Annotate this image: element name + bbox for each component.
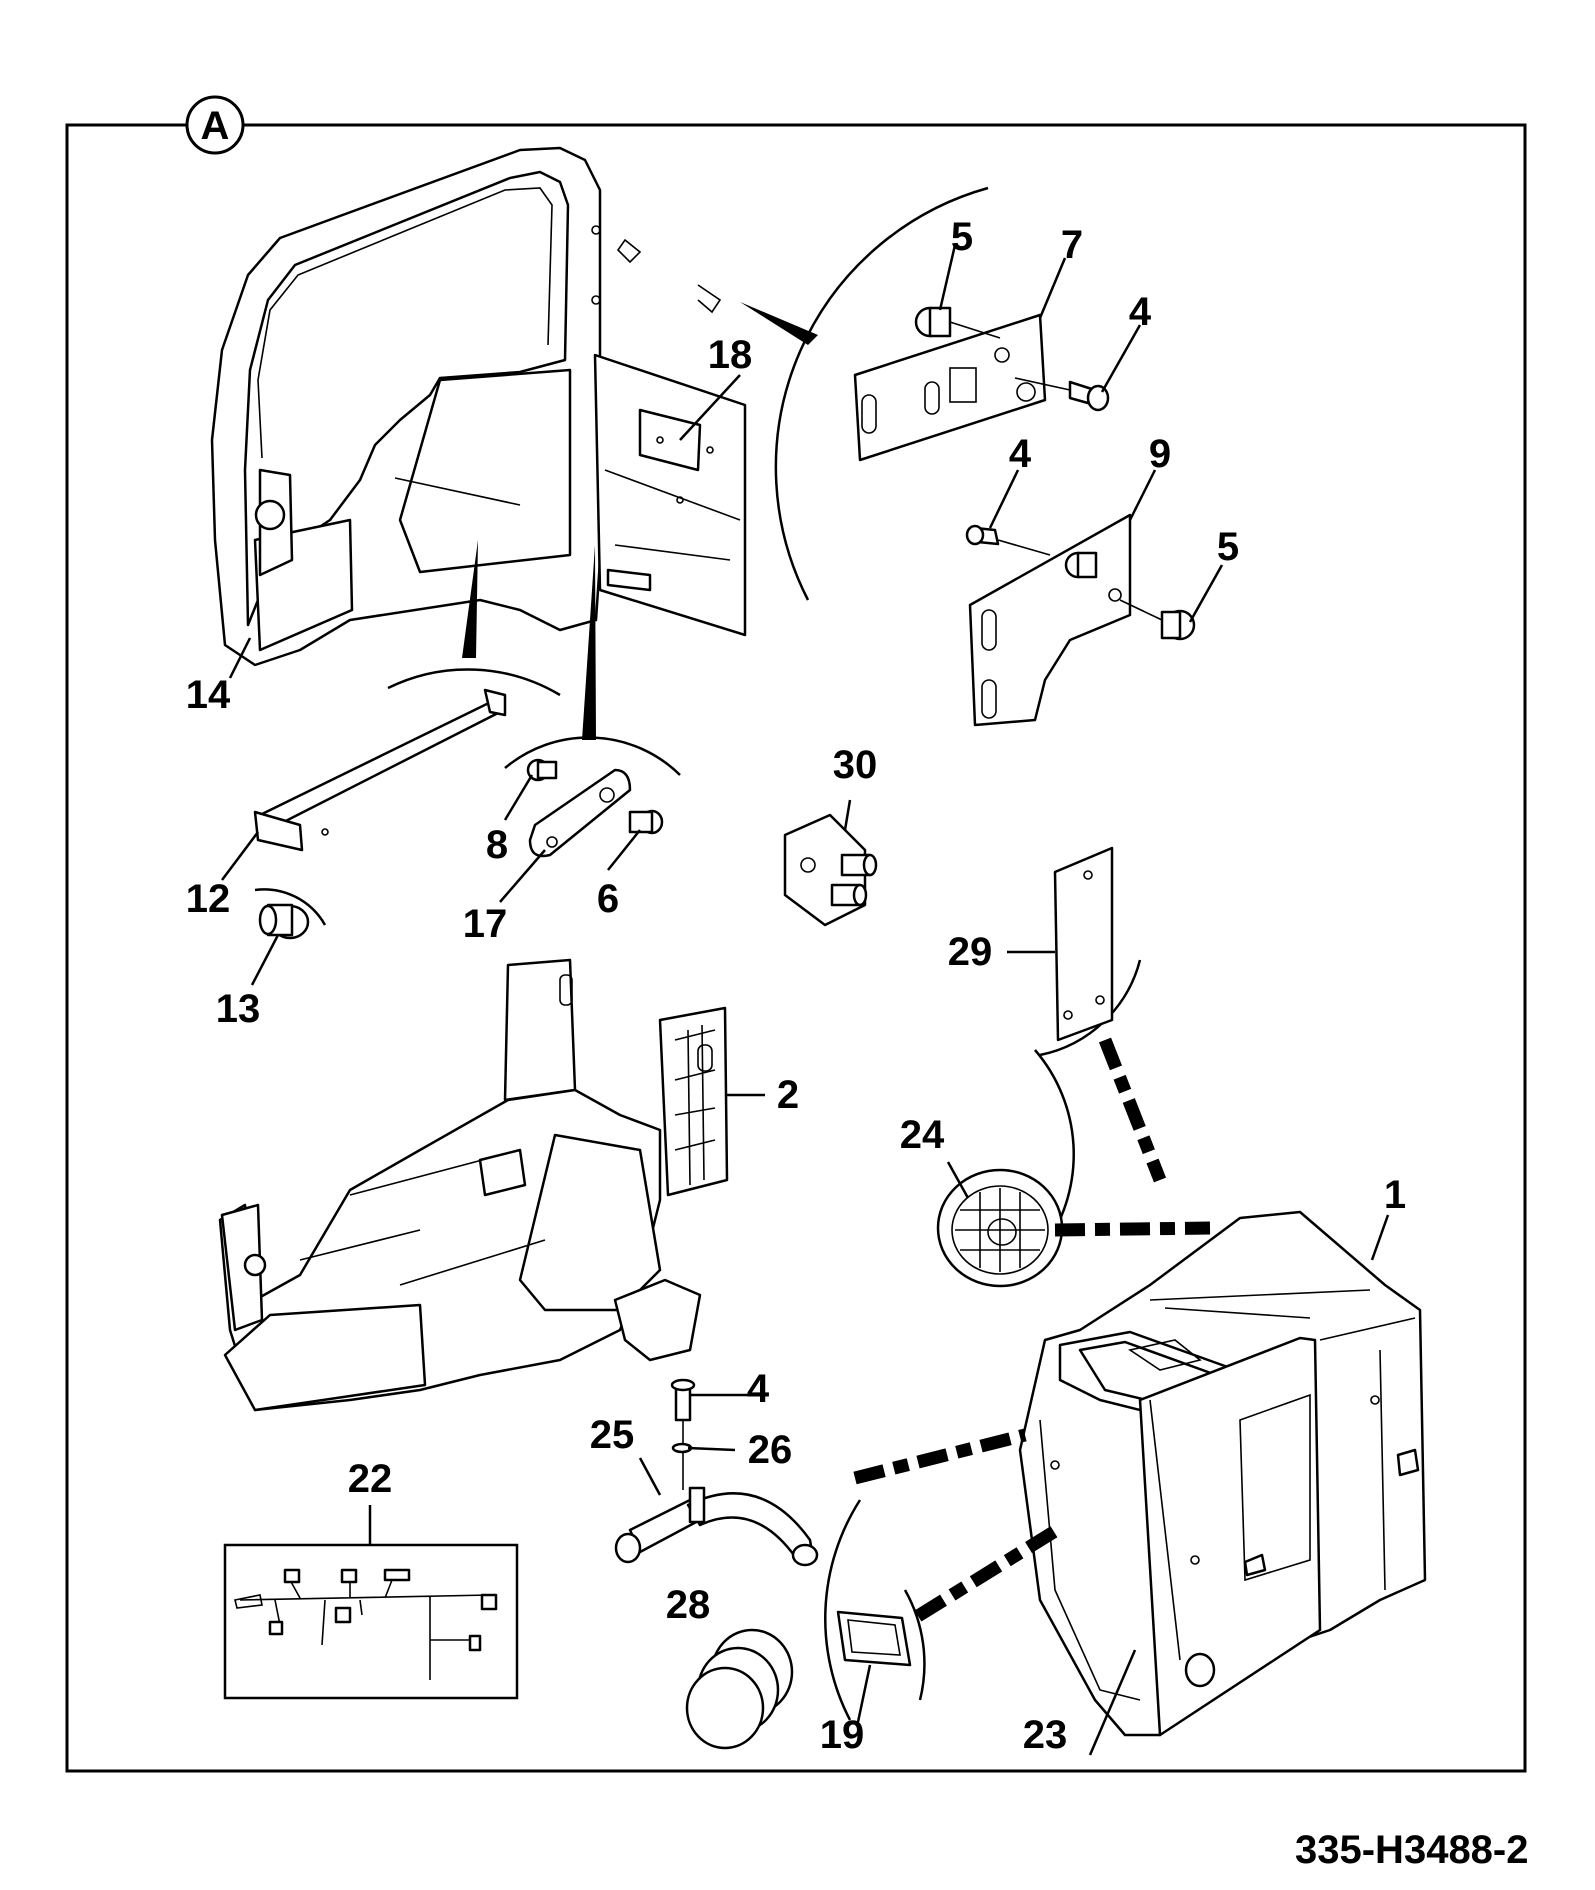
part-12-door-stay xyxy=(253,688,507,852)
pointer-arrow xyxy=(582,545,596,740)
detail-arc xyxy=(254,888,327,926)
callout-1: 1 xyxy=(1384,1173,1406,1217)
part-19-seal xyxy=(836,1610,912,1667)
callout-30: 30 xyxy=(833,743,878,787)
dashed-leader xyxy=(1054,1221,1211,1237)
leader-lines xyxy=(221,244,1390,1756)
part-22-wiring-harness xyxy=(223,1543,519,1700)
callout-24: 24 xyxy=(900,1113,945,1157)
callout-19: 19 xyxy=(820,1713,865,1757)
part-5-spacer xyxy=(914,306,1001,339)
diagram-border xyxy=(65,123,1527,1773)
door-assembly xyxy=(210,146,747,667)
callout-7: 7 xyxy=(1061,223,1083,267)
dashed-leader xyxy=(1098,1037,1167,1183)
callout-23: 23 xyxy=(1023,1713,1068,1757)
detail-arc xyxy=(824,1499,862,1721)
callout-4: 4 xyxy=(1009,432,1032,476)
console-assembly xyxy=(218,958,729,1412)
callout-29: 29 xyxy=(948,930,993,974)
part-7-striker-plate xyxy=(853,313,1047,462)
callout-5: 5 xyxy=(951,215,973,259)
dashed-leader xyxy=(914,1522,1064,1622)
pointer-arrow xyxy=(740,302,818,345)
detail-arc xyxy=(903,1589,926,1701)
callout-22: 22 xyxy=(348,1457,393,1501)
callout-4: 4 xyxy=(1129,290,1152,334)
callout-6: 6 xyxy=(597,877,619,921)
view-label-text: A xyxy=(201,104,230,148)
callout-5: 5 xyxy=(1217,525,1239,569)
part-29-plate xyxy=(1053,846,1114,1042)
callout-4: 4 xyxy=(747,1367,770,1411)
pointer-arrow xyxy=(462,540,478,658)
part-24-speaker xyxy=(936,1168,1064,1288)
dashed-leader xyxy=(853,1428,1027,1485)
detail-arc xyxy=(774,186,989,601)
callout-14: 14 xyxy=(186,673,231,717)
detail-arc xyxy=(504,736,681,776)
callout-26: 26 xyxy=(748,1428,793,1472)
callout-18: 18 xyxy=(708,333,753,377)
view-label-a: A xyxy=(185,95,245,155)
detail-arc xyxy=(387,668,561,697)
callout-17: 17 xyxy=(463,902,508,946)
callout-8: 8 xyxy=(486,823,508,867)
callout-12: 12 xyxy=(186,877,231,921)
callout-labels: 5 7 4 18 4 9 5 14 30 8 12 6 17 29 13 2 2… xyxy=(186,215,1406,1757)
callout-28: 28 xyxy=(666,1583,711,1627)
part-1-cab xyxy=(1018,1210,1427,1737)
part-4-screw xyxy=(670,1378,696,1490)
drawing-number: 335-H3488-2 xyxy=(1295,1828,1529,1872)
part-25-hose-bracket xyxy=(614,1486,819,1567)
part-9-bracket xyxy=(965,513,1196,727)
callout-9: 9 xyxy=(1149,432,1171,476)
callout-13: 13 xyxy=(216,987,261,1031)
part-13-bolt xyxy=(258,903,310,940)
callout-25: 25 xyxy=(590,1413,635,1457)
part-17-hinge-plate xyxy=(526,758,664,858)
part-28-grommet xyxy=(685,1628,794,1750)
callout-2: 2 xyxy=(777,1073,799,1117)
part-30-block xyxy=(783,813,878,927)
